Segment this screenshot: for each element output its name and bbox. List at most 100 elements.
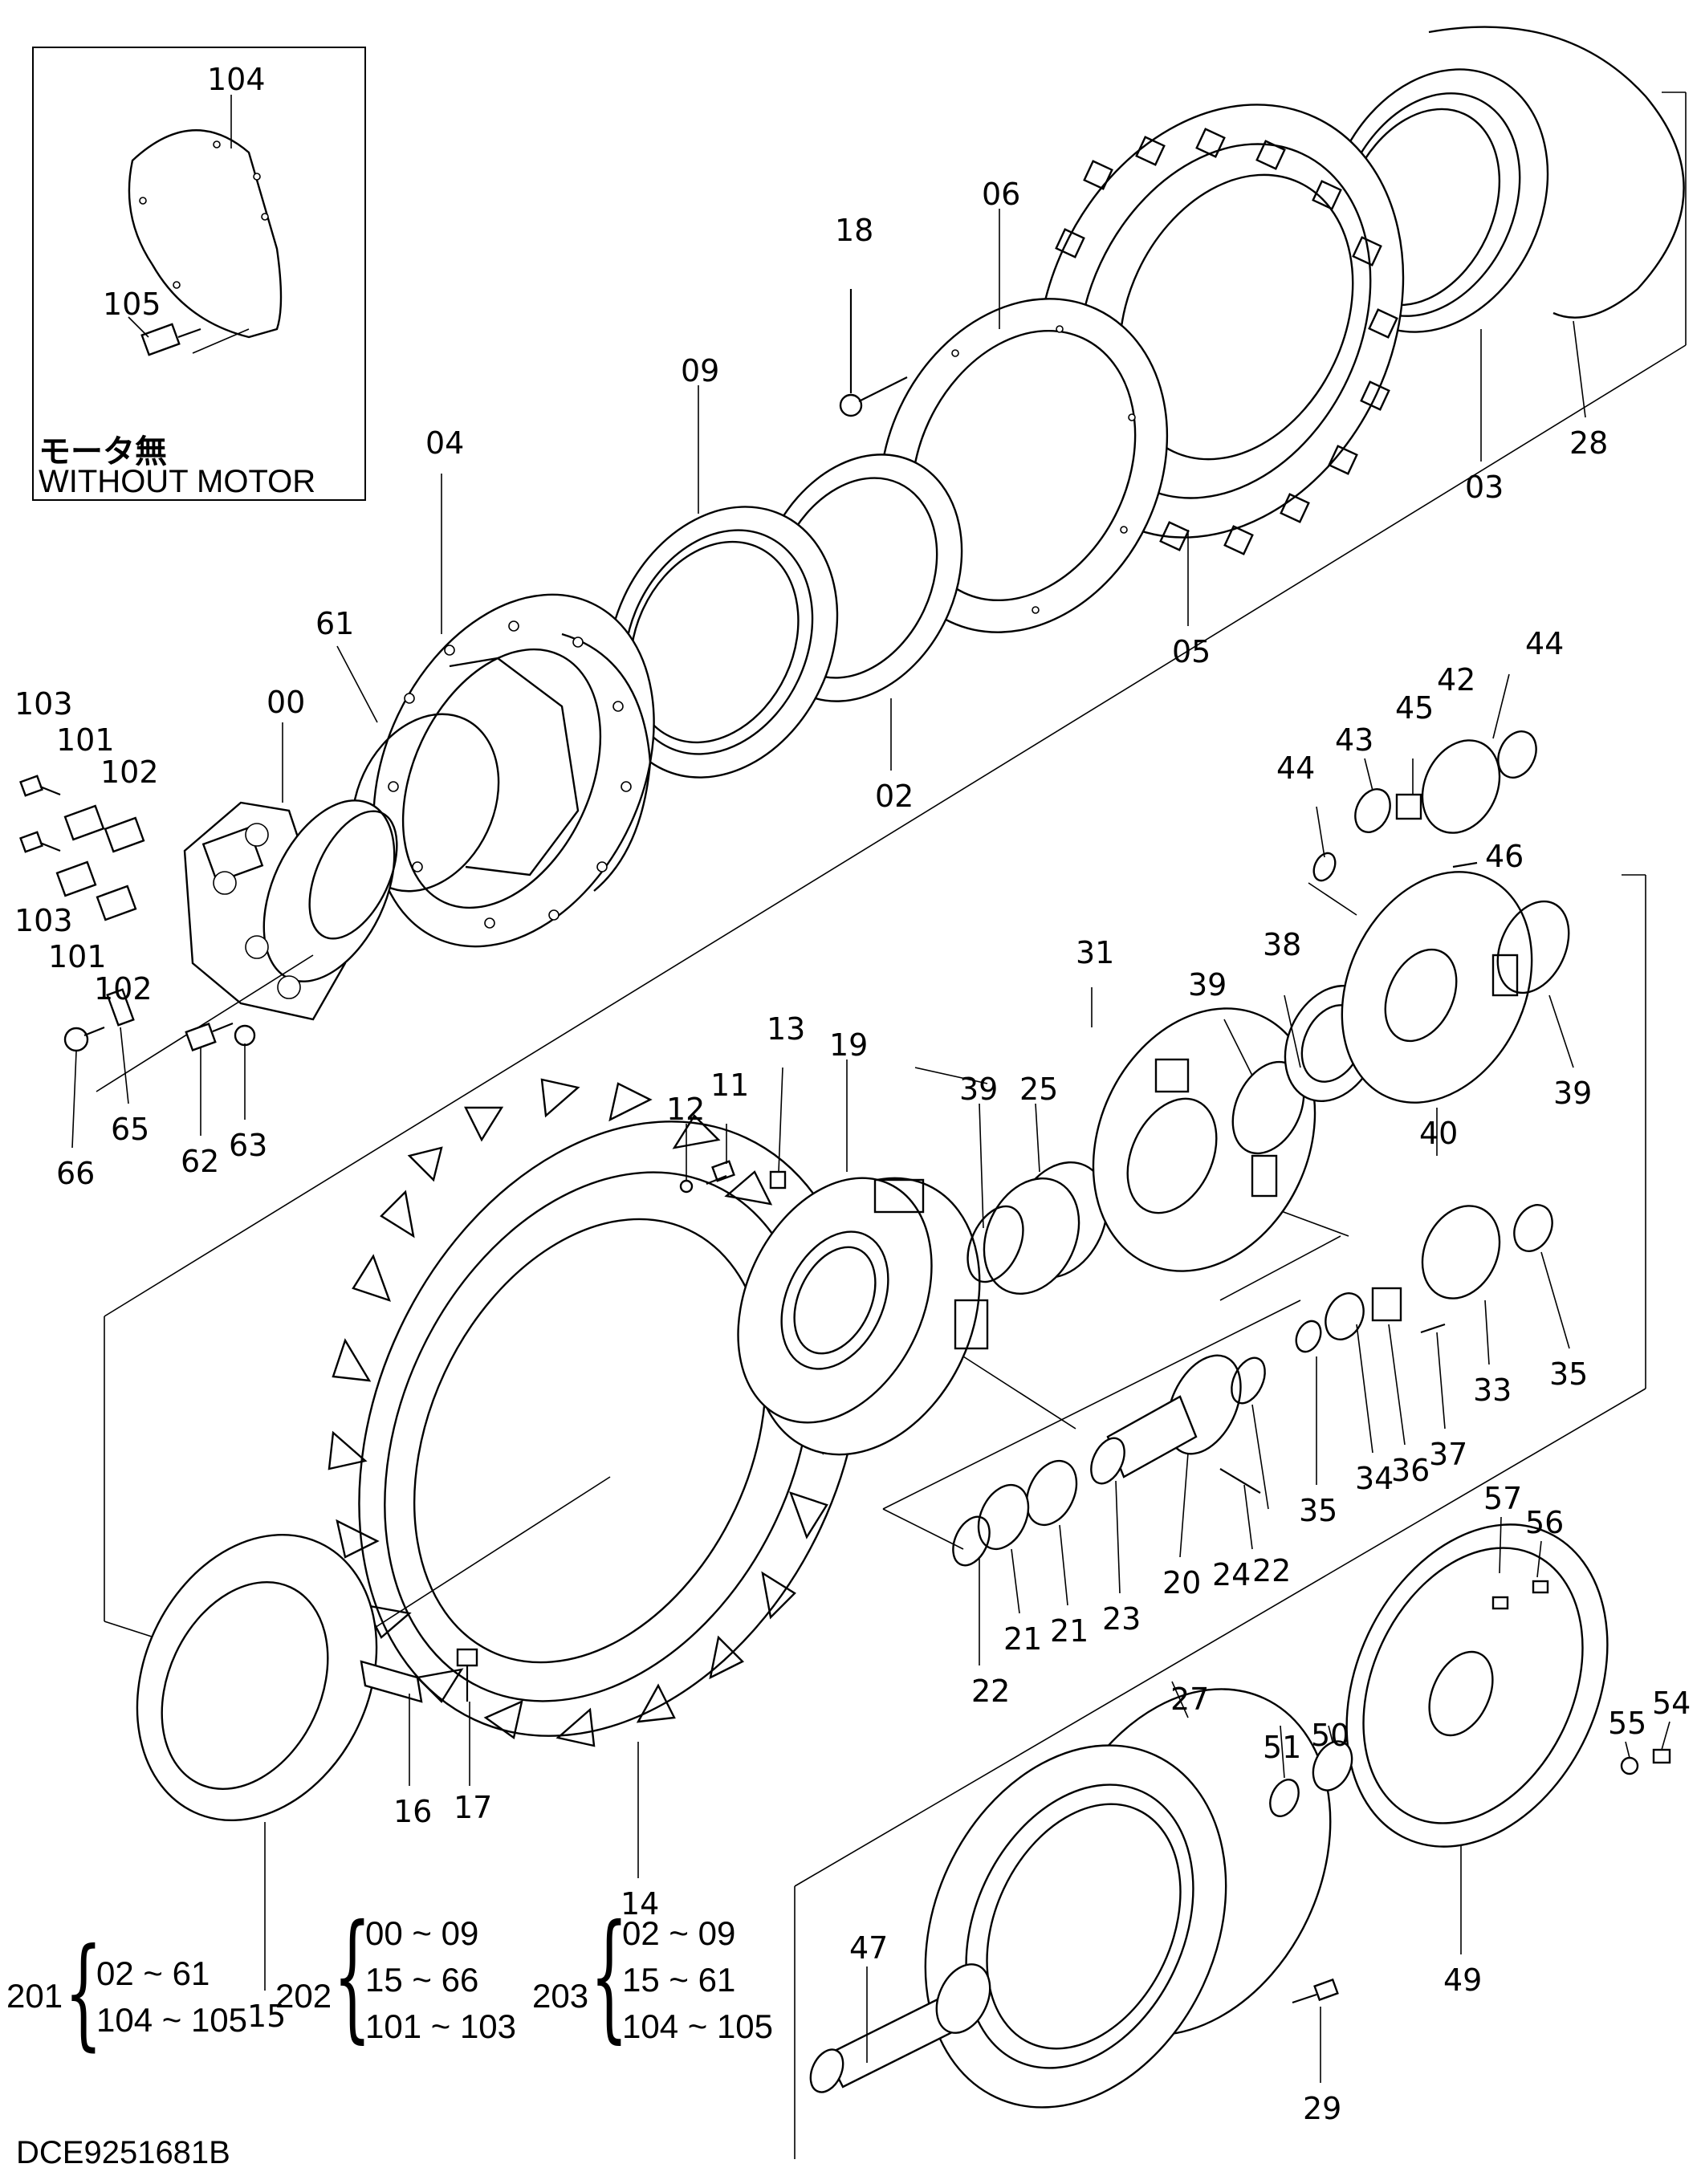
label-12: 12 [666, 1092, 705, 1127]
label-21-b: 21 [1050, 1613, 1089, 1649]
label-101-a: 101 [56, 722, 115, 758]
label-49: 49 [1443, 1962, 1482, 1998]
legend-range: 101 ~ 103 [365, 2007, 517, 2045]
small-parts-54-57 [1491, 1580, 1671, 1775]
hub-04 [372, 593, 655, 948]
bolt-105 [140, 323, 201, 356]
o-ring-28 [1428, 26, 1685, 319]
label-00: 00 [267, 685, 305, 720]
legend-201: 201 { 02 ~ 61 104 ~ 105 [6, 1923, 248, 2063]
label-57: 57 [1483, 1481, 1522, 1516]
label-55: 55 [1608, 1706, 1646, 1741]
label-40: 40 [1419, 1116, 1458, 1151]
label-56: 56 [1525, 1505, 1564, 1540]
gear-33-group [1295, 1204, 1553, 1353]
inset-title-en: WITHOUT MOTOR [39, 464, 316, 499]
label-50: 50 [1311, 1718, 1349, 1753]
shaft-47 [809, 1963, 991, 2093]
label-42: 42 [1437, 662, 1475, 697]
label-05: 05 [1172, 634, 1211, 669]
legend-range: 02 ~ 61 [96, 1954, 210, 1992]
label-03: 03 [1465, 470, 1504, 505]
legend-key-203: 203 [532, 1977, 589, 2015]
legend-range: 02 ~ 09 [622, 1914, 736, 1952]
motor-00 [96, 799, 398, 1092]
legend-key-201: 201 [6, 1977, 63, 2015]
cover-plate-104 [128, 129, 283, 354]
label-44-b: 44 [1276, 750, 1315, 786]
label-33: 33 [1473, 1373, 1512, 1408]
label-14: 14 [621, 1886, 659, 1922]
without-motor-inset [32, 47, 366, 501]
label-24: 24 [1212, 1557, 1251, 1592]
label-38: 38 [1263, 927, 1301, 962]
seal-09 [606, 506, 839, 779]
carrier-40 [1341, 871, 1533, 1104]
label-28: 28 [1569, 425, 1608, 461]
washer-39-a [966, 1205, 1024, 1283]
label-25: 25 [1019, 1072, 1058, 1107]
shaft-20-group [952, 1354, 1266, 1567]
label-43: 43 [1335, 722, 1373, 758]
label-27: 27 [1170, 1682, 1209, 1717]
label-45: 45 [1395, 690, 1434, 726]
motor-fittings [19, 775, 145, 921]
gear-42-group [1312, 730, 1537, 882]
label-61: 61 [315, 606, 354, 641]
bolt-18 [839, 289, 908, 417]
flange-15 [136, 1533, 378, 1822]
assembly-lines [104, 92, 1687, 2159]
legend-range: 104 ~ 105 [96, 2001, 248, 2039]
washer-39-b [1496, 900, 1570, 994]
label-103-a: 103 [14, 686, 73, 722]
bearings-50-51 [1269, 1740, 1353, 1817]
label-105: 105 [103, 287, 161, 322]
label-37: 37 [1429, 1437, 1467, 1472]
cover-49 [1345, 1523, 1609, 1848]
legend-202: 202 { 00 ~ 09 15 ~ 66 101 ~ 103 [275, 1896, 517, 2057]
lock-plate-16 [360, 1660, 423, 1703]
pins-11-13 [679, 1160, 787, 1194]
label-102-b: 102 [94, 971, 153, 1007]
label-02: 02 [875, 779, 914, 814]
label-66: 66 [56, 1156, 95, 1191]
legend-range: 15 ~ 66 [365, 1961, 479, 1999]
label-31: 31 [1076, 935, 1114, 970]
label-102-a: 102 [100, 754, 159, 790]
label-19: 19 [829, 1027, 868, 1063]
label-13: 13 [767, 1011, 805, 1047]
small-fasteners [63, 988, 256, 1052]
label-101-b: 101 [48, 939, 107, 974]
label-44-a: 44 [1525, 626, 1564, 661]
label-04: 04 [425, 425, 464, 461]
label-46: 46 [1485, 839, 1524, 874]
label-39-c: 39 [959, 1072, 998, 1107]
label-63: 63 [229, 1128, 267, 1163]
label-39-b: 39 [1553, 1076, 1592, 1111]
legend-key-202: 202 [275, 1977, 332, 2015]
label-11: 11 [710, 1068, 749, 1103]
inset-title-jp: モータ無 [39, 433, 167, 470]
label-51: 51 [1263, 1730, 1301, 1765]
label-104: 104 [207, 62, 266, 97]
sprocket-14 [296, 1078, 862, 1747]
label-54: 54 [1652, 1686, 1691, 1721]
label-15: 15 [247, 1999, 286, 2034]
legend-range: 00 ~ 09 [365, 1914, 479, 1952]
label-22-b: 22 [971, 1674, 1010, 1709]
legend-range: 104 ~ 105 [622, 2007, 774, 2045]
label-23: 23 [1102, 1601, 1141, 1637]
label-16: 16 [393, 1794, 432, 1829]
leader-lines [71, 95, 1670, 2083]
legend-203: 203 { 02 ~ 09 15 ~ 61 104 ~ 105 [532, 1896, 774, 2057]
label-62: 62 [181, 1144, 219, 1179]
label-36: 36 [1391, 1453, 1430, 1488]
bolt-17 [456, 1648, 478, 1702]
label-09: 09 [681, 353, 719, 388]
label-06: 06 [982, 177, 1020, 212]
label-17: 17 [454, 1790, 492, 1825]
label-47: 47 [849, 1930, 888, 1966]
drawing-reference-code: DCE9251681B [16, 2135, 230, 2170]
part-labels: 104 105 18 06 09 04 61 00 103 101 102 10… [14, 62, 1691, 2126]
